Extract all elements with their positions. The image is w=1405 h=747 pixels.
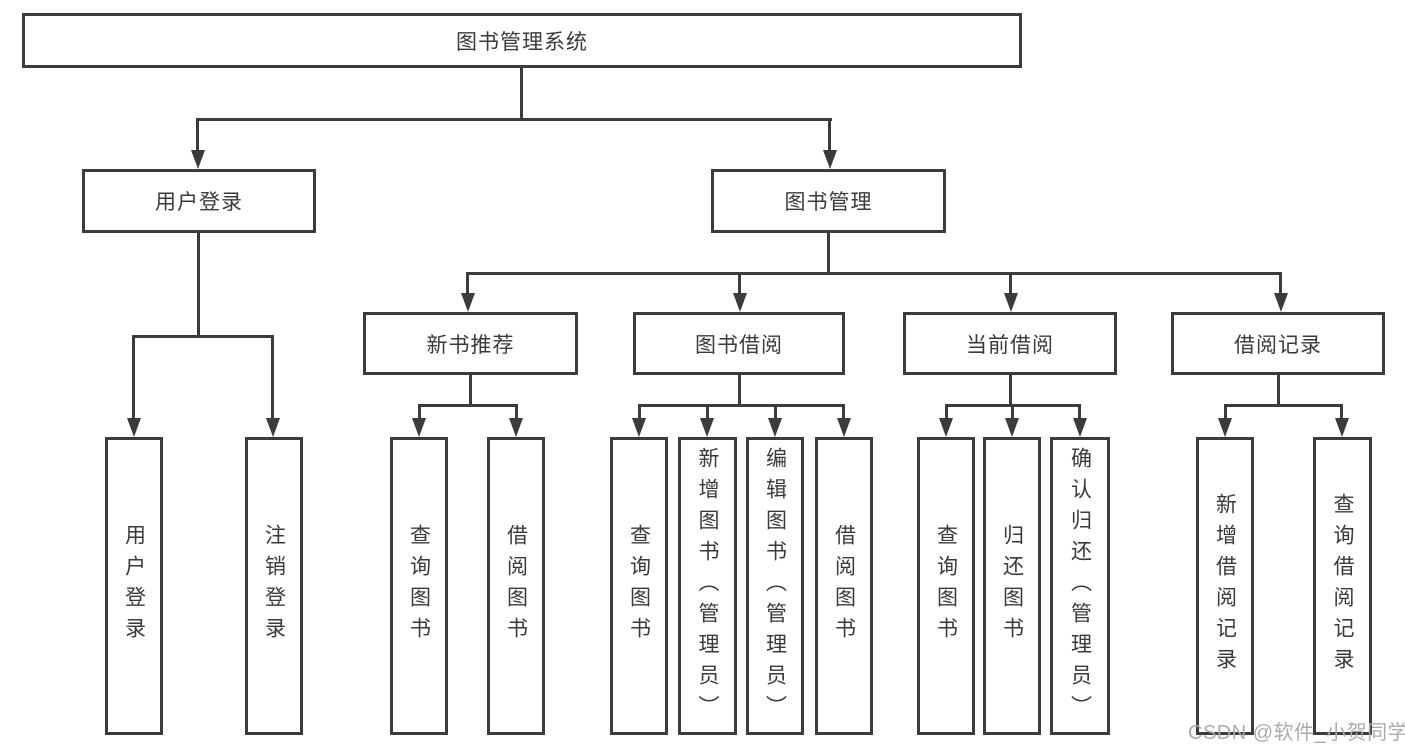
connector-line — [774, 404, 777, 419]
leaf-query-borrow-record: 查询借阅记录 — [1313, 437, 1372, 735]
leaf-label: 查询借阅记录 — [1331, 493, 1354, 679]
leaf-label: 新增图书（管理员） — [696, 446, 719, 726]
connector-line — [828, 118, 831, 151]
leaf-return-books: 归还图书 — [983, 437, 1041, 735]
arrow-down-icon — [1005, 418, 1019, 437]
node-library-management-system: 图书管理系统 — [22, 13, 1022, 68]
node-current-borrowing: 当前借阅 — [903, 312, 1117, 375]
leaf-label: 归还图书 — [1000, 524, 1024, 648]
node-label: 当前借阅 — [966, 333, 1054, 357]
leaf-edit-books-admin: 编辑图书（管理员） — [746, 437, 804, 735]
leaf-label: 查询图书 — [627, 524, 651, 648]
connector-line — [197, 233, 200, 336]
leaf-label: 查询图书 — [407, 524, 431, 648]
leaf-add-borrow-record: 新增借阅记录 — [1196, 437, 1254, 735]
leaf-user-login: 用户登录 — [105, 437, 163, 735]
leaf-label: 借阅图书 — [504, 524, 528, 648]
leaf-label: 编辑图书（管理员） — [763, 446, 787, 726]
connector-line — [418, 404, 421, 419]
connector-line — [1224, 404, 1227, 419]
leaf-label: 用户登录 — [122, 524, 146, 648]
connector-line — [196, 118, 199, 151]
connector-line — [466, 272, 469, 294]
leaf-borrow-books: 借阅图书 — [815, 437, 873, 735]
arrow-down-icon — [823, 150, 837, 169]
node-label: 用户登录 — [155, 191, 243, 214]
arrow-down-icon — [837, 418, 851, 437]
leaf-label: 新增借阅记录 — [1213, 493, 1237, 679]
arrow-down-icon — [412, 418, 426, 437]
arrow-down-icon — [1004, 293, 1018, 312]
connector-line — [1011, 404, 1014, 419]
node-borrowing-records: 借阅记录 — [1171, 312, 1385, 375]
arrow-down-icon — [768, 418, 782, 437]
leaf-label: 查询图书 — [934, 524, 958, 648]
arrow-down-icon — [939, 418, 953, 437]
connector-line — [515, 404, 518, 419]
leaf-query-books-recommend: 查询图书 — [390, 437, 448, 735]
csdn-watermark: CSDN @软件_小贺同学 — [1188, 722, 1405, 744]
connector-line — [706, 404, 709, 419]
connector-line — [1340, 404, 1343, 419]
connector-line — [1009, 375, 1012, 406]
connector-line — [466, 272, 1282, 275]
connector-line — [132, 335, 135, 419]
leaf-query-books-current: 查询图书 — [917, 437, 975, 735]
connector-line — [827, 233, 830, 274]
node-label: 图书管理系统 — [456, 30, 588, 54]
arrow-down-icon — [509, 418, 523, 437]
connector-line — [842, 404, 845, 419]
connector-line — [638, 404, 641, 419]
connector-line — [1009, 272, 1012, 294]
arrow-down-icon — [266, 418, 280, 437]
leaf-confirm-return-admin: 确认归还（管理员） — [1050, 437, 1110, 735]
connector-line — [738, 375, 741, 406]
connector-line — [271, 335, 274, 419]
connector-line — [196, 118, 832, 121]
leaf-add-books-admin: 新增图书（管理员） — [678, 437, 737, 735]
connector-line — [418, 404, 518, 407]
connector-line — [1078, 404, 1081, 419]
node-new-book-recommendation: 新书推荐 — [363, 312, 578, 375]
connector-line — [1279, 272, 1282, 294]
leaf-label: 借阅图书 — [832, 524, 856, 648]
node-book-borrowing: 图书借阅 — [633, 312, 845, 375]
arrow-down-icon — [461, 293, 475, 312]
arrow-down-icon — [127, 418, 141, 437]
connector-line — [132, 335, 274, 338]
arrow-down-icon — [1218, 418, 1232, 437]
node-label: 新书推荐 — [426, 333, 515, 357]
connector-line — [469, 375, 472, 406]
arrow-down-icon — [700, 418, 714, 437]
connector-line — [638, 404, 845, 407]
arrow-down-icon — [733, 293, 747, 312]
node-label: 借阅记录 — [1234, 333, 1322, 357]
arrow-down-icon — [1274, 293, 1288, 312]
arrow-down-icon — [1335, 418, 1349, 437]
leaf-query-books-borrowing: 查询图书 — [610, 437, 668, 735]
connector-line — [1277, 375, 1280, 406]
node-book-management: 图书管理 — [711, 169, 946, 233]
leaf-label: 确认归还（管理员） — [1068, 446, 1092, 726]
connector-line — [945, 404, 948, 419]
leaf-label: 注销登录 — [262, 524, 286, 648]
connector-line — [1224, 404, 1343, 407]
connector-line — [738, 272, 741, 294]
arrow-down-icon — [632, 418, 646, 437]
leaf-borrow-books-recommend: 借阅图书 — [487, 437, 545, 735]
arrow-down-icon — [1073, 418, 1087, 437]
node-label: 图书管理 — [784, 191, 873, 214]
leaf-logout: 注销登录 — [245, 437, 303, 735]
node-label: 图书借阅 — [695, 333, 783, 357]
connector-line — [520, 68, 523, 118]
arrow-down-icon — [191, 150, 205, 169]
node-user-login: 用户登录 — [82, 169, 316, 233]
